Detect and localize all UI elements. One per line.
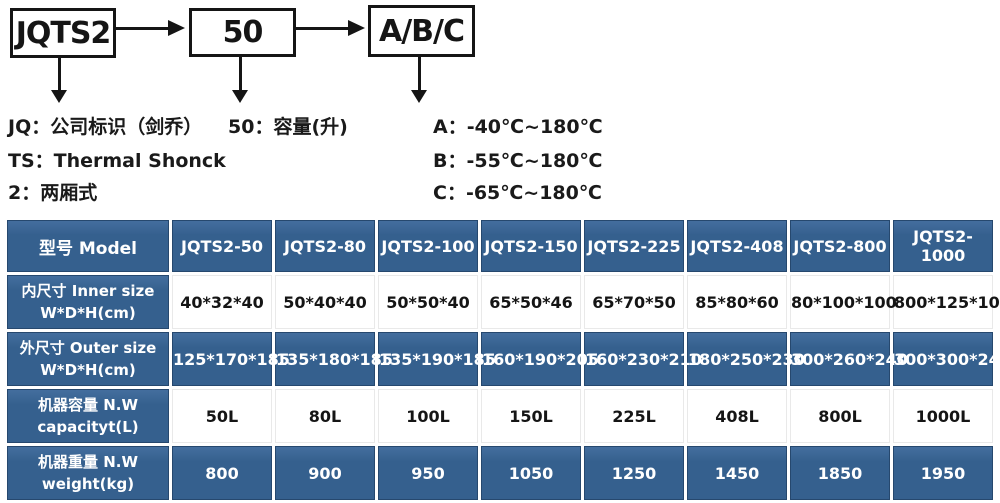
note-2-meaning: 2：两厢式 (8, 182, 98, 204)
row-label-line1: 机器容量 N.W (37, 396, 139, 414)
note-temp-b: B：-55℃~180℃ (433, 150, 603, 172)
spec-table: 型号 Model JQTS2-50 JQTS2-80 JQTS2-100 JQT… (4, 217, 1000, 503)
spec-cell: 80*100*100 (790, 275, 897, 329)
arrow-down-head-icon (51, 90, 67, 103)
model-header-cell: JQTS2-50 (172, 220, 272, 272)
spec-cell: 225L (584, 389, 684, 443)
model-header-cell: JQTS2-225 (584, 220, 684, 272)
model-header-cell: JQTS2-800 (790, 220, 890, 272)
row-label-line2: W*D*H(cm) (40, 361, 136, 379)
model-header-cell: JQTS2-1000 (893, 220, 993, 272)
spec-cell: 800L (790, 389, 890, 443)
row-label-inner-size: 内尺寸 Inner size W*D*H(cm) (7, 275, 169, 329)
spec-cell: 1000L (893, 389, 993, 443)
arrow-down-head-icon (232, 90, 248, 103)
spec-cell: 50L (172, 389, 272, 443)
row-label-line1: 内尺寸 Inner size (21, 282, 155, 300)
note-ts-meaning: TS：Thermal Shonck (8, 150, 226, 172)
spec-cell: 85*80*60 (687, 275, 787, 329)
row-label-line2: weight(kg) (41, 475, 135, 493)
code-box-50: 50 (189, 8, 296, 57)
spec-cell: 65*50*46 (481, 275, 581, 329)
spec-cell: 80L (275, 389, 375, 443)
spec-cell: 150L (481, 389, 581, 443)
spec-cell: 135*190*185 (378, 332, 496, 386)
spec-cell: 900 (275, 446, 375, 500)
arrow-down-icon (418, 57, 421, 91)
model-code-diagram: JQTS2 50 A/B/C JQ：公司标识（剑乔） TS：Thermal Sh… (0, 0, 1000, 217)
code-box-jqts2: JQTS2 (10, 8, 116, 58)
table-row-outer-size: 外尺寸 Outer size W*D*H(cm) 125*170*185 135… (7, 332, 1000, 386)
spec-cell: 40*32*40 (172, 275, 272, 329)
spec-cell: 1250 (584, 446, 684, 500)
arrow-down-icon (58, 58, 61, 91)
model-header-cell: JQTS2-100 (378, 220, 478, 272)
spec-cell: 100L (378, 389, 478, 443)
spec-cell: 1450 (687, 446, 787, 500)
spec-cell: 125*170*185 (172, 332, 290, 386)
spec-cell: 1850 (790, 446, 890, 500)
spec-cell: 950 (378, 446, 478, 500)
arrow-right-head-icon (168, 20, 185, 36)
note-temp-c: C：-65℃~180℃ (433, 182, 602, 204)
spec-cell: 1050 (481, 446, 581, 500)
spec-cell: 408L (687, 389, 787, 443)
model-header-cell: JQTS2-408 (687, 220, 787, 272)
row-label-line2: W*D*H(cm) (40, 304, 136, 322)
spec-cell: 1950 (893, 446, 993, 500)
arrow-down-head-icon (411, 90, 427, 103)
code-box-abc: A/B/C (368, 5, 475, 57)
row-label-line2: capacityt(L) (37, 418, 139, 436)
spec-cell: 65*70*50 (584, 275, 684, 329)
arrow-down-icon (239, 57, 242, 91)
spec-cell: 50*40*40 (275, 275, 375, 329)
note-jq-meaning: JQ：公司标识（剑乔） (8, 116, 203, 138)
spec-cell: 180*250*230 (687, 332, 805, 386)
table-header-row: 型号 Model JQTS2-50 JQTS2-80 JQTS2-100 JQT… (7, 220, 993, 272)
table-row-weight: 机器重量 N.W weight(kg) 800 900 950 1050 125… (7, 446, 993, 500)
model-header-cell: JQTS2-80 (275, 220, 375, 272)
row-label-weight: 机器重量 N.W weight(kg) (7, 446, 169, 500)
table-row-inner-size: 内尺寸 Inner size W*D*H(cm) 40*32*40 50*40*… (7, 275, 1000, 329)
row-label-outer-size: 外尺寸 Outer size W*D*H(cm) (7, 332, 169, 386)
arrow-right-icon (296, 27, 350, 30)
spec-cell: 300*260*240 (790, 332, 908, 386)
note-temp-a: A：-40℃~180℃ (433, 116, 603, 138)
row-label-capacity: 机器容量 N.W capacityt(L) (7, 389, 169, 443)
note-50-meaning: 50：容量(升) (228, 116, 348, 138)
spec-cell: 135*180*185 (275, 332, 393, 386)
spec-cell: 300*300*240 (893, 332, 1000, 386)
table-row-capacity: 机器容量 N.W capacityt(L) 50L 80L 100L 150L … (7, 389, 993, 443)
spec-cell: 160*190*205 (481, 332, 599, 386)
spec-cell: 800*125*100 (893, 275, 1000, 329)
model-header-cell: JQTS2-150 (481, 220, 581, 272)
arrow-right-head-icon (348, 20, 365, 36)
arrow-right-icon (116, 27, 170, 30)
row-label-line1: 机器重量 N.W (37, 453, 139, 471)
spec-cell: 50*50*40 (378, 275, 478, 329)
spec-cell: 160*230*210 (584, 332, 702, 386)
row-label-line1: 外尺寸 Outer size (19, 339, 157, 357)
header-model-label: 型号 Model (7, 220, 169, 272)
spec-cell: 800 (172, 446, 272, 500)
